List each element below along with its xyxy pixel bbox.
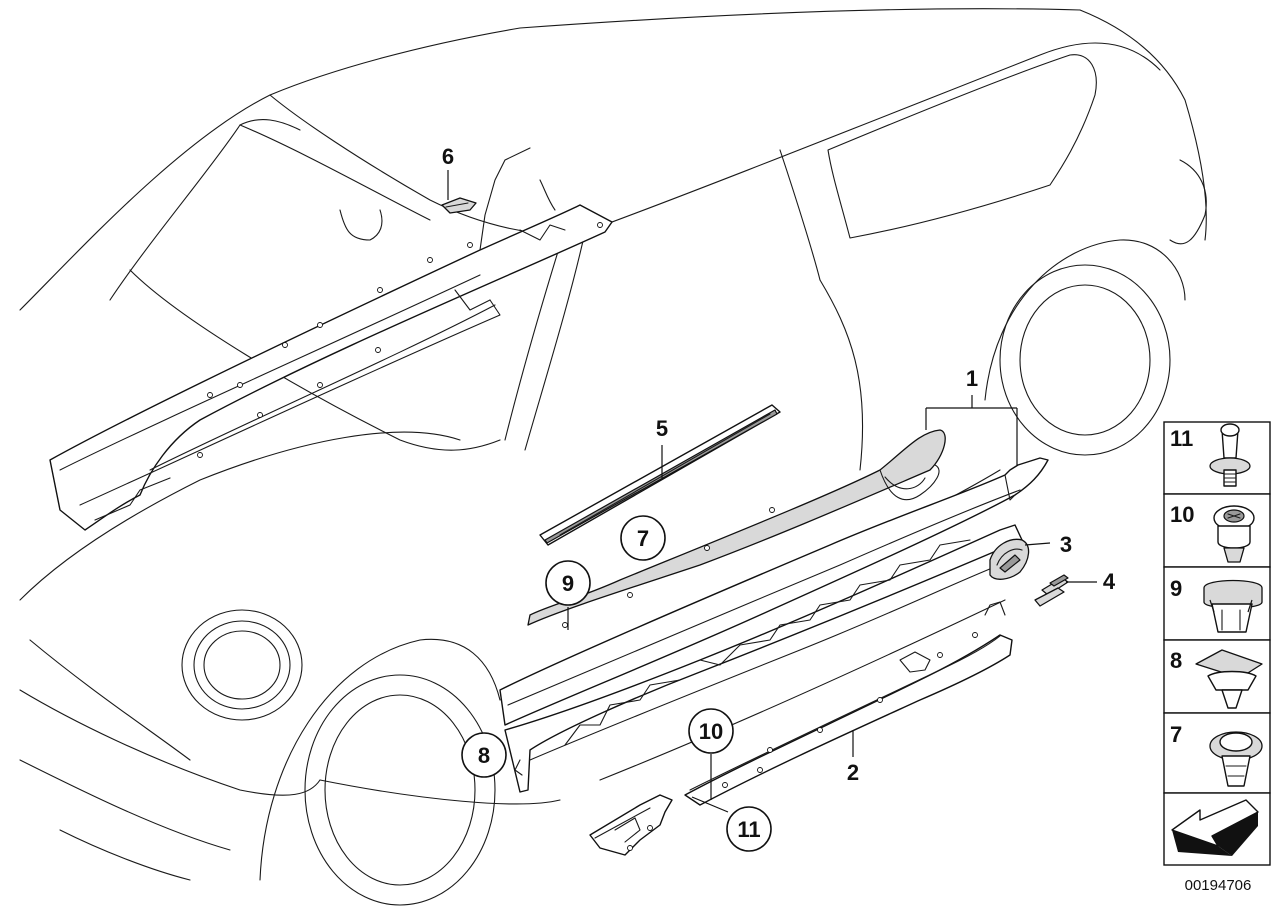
- callout-7-circle: [620, 515, 666, 561]
- callout-6: 6: [442, 144, 454, 169]
- expansion-clip-icon: [1213, 505, 1255, 563]
- part-6-inner-sill-assembly: [49, 147, 613, 531]
- front-mounting-bracket: [589, 794, 673, 856]
- trim-clip-icon: [1195, 649, 1263, 709]
- part-5-sill-trim-strip: [539, 404, 781, 546]
- legend-label-7: 7: [1170, 722, 1182, 747]
- callout-10: 10: [699, 719, 723, 744]
- direction-arrow-icon: [1171, 799, 1259, 856]
- callout-8-circle: [461, 732, 507, 778]
- callout-9-circle: [545, 560, 591, 606]
- push-rivet-icon: [1209, 423, 1251, 487]
- document-number: 00194706: [1185, 877, 1252, 894]
- callout-2: 2: [847, 760, 859, 785]
- callout-4: 4: [1103, 569, 1116, 594]
- legend-label-8: 8: [1170, 648, 1182, 673]
- callout-5: 5: [656, 416, 668, 441]
- callout-8: 8: [478, 743, 490, 768]
- part-3-cover-cap: [989, 538, 1030, 580]
- callout-11-circle: [726, 806, 772, 852]
- legend-label-11: 11: [1170, 426, 1193, 451]
- part-2-reinforcement-rail: [684, 601, 1013, 806]
- callout-1: 1: [966, 366, 978, 391]
- callout-3: 3: [1060, 532, 1072, 557]
- callout-9: 9: [562, 571, 574, 596]
- callout-7: 7: [637, 526, 649, 551]
- fastener-legend: 11 10 9 8 7: [1163, 421, 1271, 894]
- part-1-side-skirt: [499, 429, 1049, 726]
- callout-11: 11: [737, 817, 760, 842]
- button-clip-icon: [1209, 731, 1263, 787]
- legend-label-9: 9: [1170, 576, 1182, 601]
- callout-labels: 1 2 3 4 5 6 7 8 9 10 11: [442, 144, 1116, 852]
- callout-10-circle: [688, 708, 734, 754]
- plug-clip-icon: [1203, 579, 1263, 633]
- legend-label-10: 10: [1170, 502, 1194, 527]
- leader-lines: [447, 170, 1097, 813]
- part-4-trim-pieces: [1034, 574, 1069, 607]
